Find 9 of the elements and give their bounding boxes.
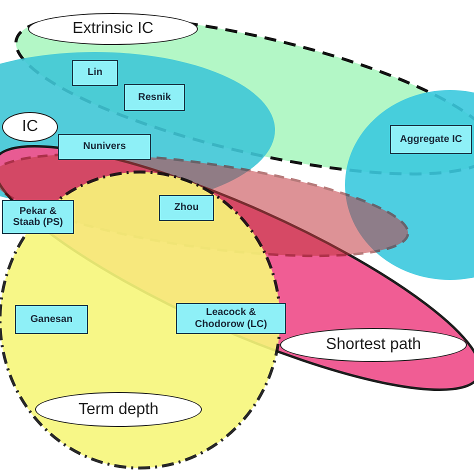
method-label: Lin <box>72 60 118 86</box>
method-label: Resnik <box>124 84 185 111</box>
method-label: Leacock & Chodorow (LC) <box>176 303 286 334</box>
method-label: Aggregate IC <box>390 125 472 154</box>
method-label: Nunivers <box>58 134 151 160</box>
method-label: Pekar & Staab (PS) <box>2 200 74 234</box>
set-label: Extrinsic IC <box>28 13 198 45</box>
method-label: Zhou <box>159 195 214 221</box>
method-label: Ganesan <box>15 305 88 334</box>
